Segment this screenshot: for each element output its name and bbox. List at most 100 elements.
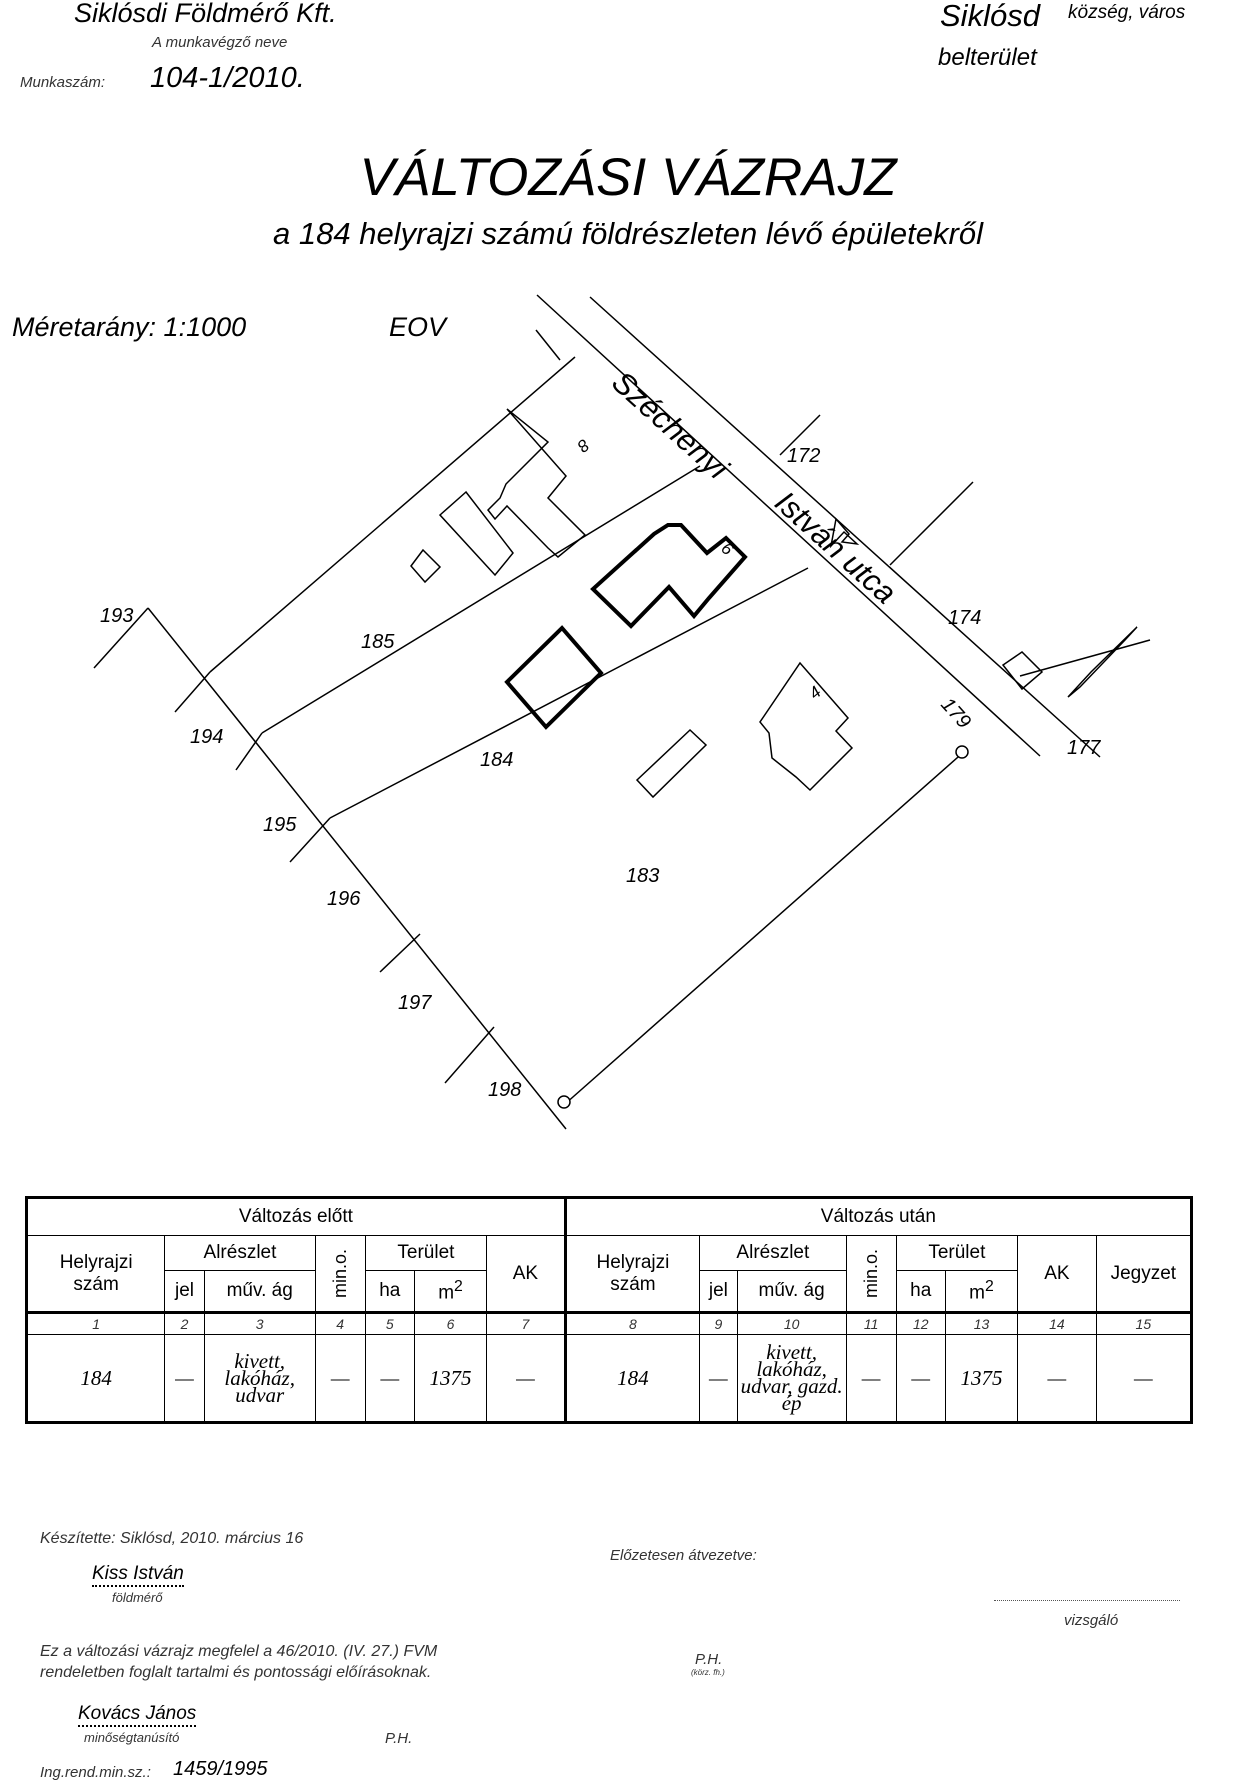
table-row: 184 — kivett,lakóház,udvar — — 1375 — 18…: [24, 1334, 1194, 1424]
cell-ak-before: —: [486, 1334, 566, 1424]
header-before: Változás előtt: [25, 1196, 566, 1236]
worknum: 104-1/2010.: [150, 62, 305, 94]
header-jel-before: jel: [164, 1270, 205, 1313]
cell-ha-before: —: [364, 1334, 415, 1424]
lot-line-193: [93, 607, 149, 669]
lot-line-top-edge: [535, 329, 561, 361]
town-caption: község, város: [1068, 2, 1186, 23]
survey-marker-179: [955, 745, 969, 759]
statement-line-2: rendeletben foglalt tartalmi és pontossá…: [40, 1664, 432, 1681]
qa-signature: Kovács János: [78, 1703, 197, 1727]
building-8: [487, 408, 587, 558]
street-name-1: Széchenyi: [605, 364, 736, 486]
stamp-place-1: P.H.: [695, 1651, 723, 1668]
parcel-196: 196: [327, 888, 361, 910]
header-m2-before: m2: [413, 1270, 488, 1313]
cell-hrsz-before: 184: [24, 1334, 166, 1424]
statement-line-1: Ez a változási vázrajz megfelel a 46/201…: [40, 1643, 438, 1660]
cell-jel-before: —: [164, 1334, 205, 1424]
col-num: 11: [845, 1311, 897, 1335]
surveyor-signature: Kiss István: [92, 1563, 184, 1587]
col-num: 7: [486, 1311, 566, 1335]
col-num: 3: [203, 1311, 316, 1335]
outbuilding-172: [829, 517, 860, 549]
lot-line-198: [444, 1026, 495, 1084]
lot-line-183-bottom: [564, 749, 967, 1105]
header-jel-after: jel: [699, 1270, 738, 1313]
cell-jel-after: —: [699, 1334, 738, 1424]
stamp-place-1-caption: (körz. fh.): [691, 1668, 725, 1677]
pre-adopted-label: Előzetesen átvezetve:: [610, 1547, 757, 1564]
header-note: Jegyzet: [1095, 1235, 1194, 1313]
registration-number: 1459/1995: [173, 1758, 268, 1780]
header-ak-before: AK: [486, 1235, 566, 1313]
outbuilding-174: [1001, 651, 1044, 691]
header-after: Változás után: [563, 1196, 1194, 1236]
examiner-signature-line: [994, 1600, 1180, 1601]
header-min-o-after: min.o.: [845, 1235, 897, 1313]
header-ak-after: AK: [1017, 1235, 1097, 1313]
parcel-183: 183: [626, 865, 659, 887]
stamp-place-2: P.H.: [385, 1730, 413, 1747]
firm-caption: A munkavégző neve: [152, 34, 288, 51]
building-4: [759, 661, 854, 792]
col-num: 6: [413, 1311, 488, 1335]
col-num: 1: [24, 1311, 166, 1335]
projection-label: EOV: [389, 312, 447, 342]
parcel-172: 172: [787, 445, 820, 467]
area-type: belterület: [938, 44, 1037, 71]
outbuilding-177: [1067, 626, 1138, 698]
examiner-label: vizsgáló: [1064, 1612, 1119, 1629]
lot-line-172: [779, 414, 821, 456]
parcel-185: 185: [361, 631, 395, 653]
cadastral-map: Széchenyi István utca 193 194 195 196 19…: [93, 294, 1151, 1130]
survey-marker-198: [557, 1095, 571, 1109]
registration-label: Ing.rend.min.sz.:: [40, 1764, 151, 1781]
cell-hrsz-after: 184: [563, 1334, 701, 1424]
qa-role: minőségtanúsító: [84, 1730, 180, 1745]
parcel-197: 197: [398, 992, 432, 1014]
cell-muv-ag-before: kivett,lakóház,udvar: [203, 1334, 316, 1424]
col-num: 9: [699, 1311, 738, 1335]
outbuilding-185-a: [438, 490, 514, 577]
header-min-o-before: min.o.: [314, 1235, 366, 1313]
lot-line-185-top: [209, 356, 576, 673]
parcel-198: 198: [488, 1079, 521, 1101]
house-number-4: 4: [805, 682, 824, 703]
lot-line-195: [235, 732, 263, 771]
firm-name: Siklósdi Földmérő Kft.: [74, 0, 337, 28]
col-num: 10: [736, 1311, 847, 1335]
col-num: 4: [314, 1311, 366, 1335]
header-muv-ag-after: műv. ág: [736, 1270, 847, 1313]
parcel-174: 174: [948, 607, 981, 629]
col-num: 2: [164, 1311, 205, 1335]
parcel-177: 177: [1067, 737, 1101, 759]
header-area-before: Terület: [364, 1235, 488, 1271]
street-name-2: István utca: [768, 484, 903, 610]
col-num: 8: [563, 1311, 701, 1335]
header-muv-ag-before: műv. ág: [203, 1270, 316, 1313]
header-ha-before: ha: [364, 1270, 415, 1313]
parcel-179: 179: [936, 694, 975, 734]
lot-line-177: [1019, 639, 1151, 677]
col-num: 13: [944, 1311, 1019, 1335]
col-num: 5: [364, 1311, 415, 1335]
lot-line-196: [289, 817, 331, 863]
cell-ak-after: —: [1017, 1334, 1097, 1424]
scale-label: Méretarány: 1:1000: [12, 312, 247, 342]
page-subtitle: a 184 helyrajzi számú földrészleten lévő…: [273, 216, 983, 251]
col-num: 15: [1095, 1311, 1194, 1335]
prepared-by: Készítette: Siklósd, 2010. március 16: [40, 1530, 304, 1547]
cell-muv-ag-after: kivett,lakóház,udvar, gazd.ép: [736, 1334, 847, 1424]
cell-min-o-before: —: [314, 1334, 366, 1424]
header-m2-after: m2: [944, 1270, 1019, 1313]
parcel-184: 184: [480, 749, 513, 771]
building-184-new: [504, 625, 604, 730]
town-name: Siklósd: [940, 0, 1040, 33]
col-num: 12: [895, 1311, 946, 1335]
parcel-back-line: [147, 607, 567, 1130]
cell-min-o-after: —: [845, 1334, 897, 1424]
